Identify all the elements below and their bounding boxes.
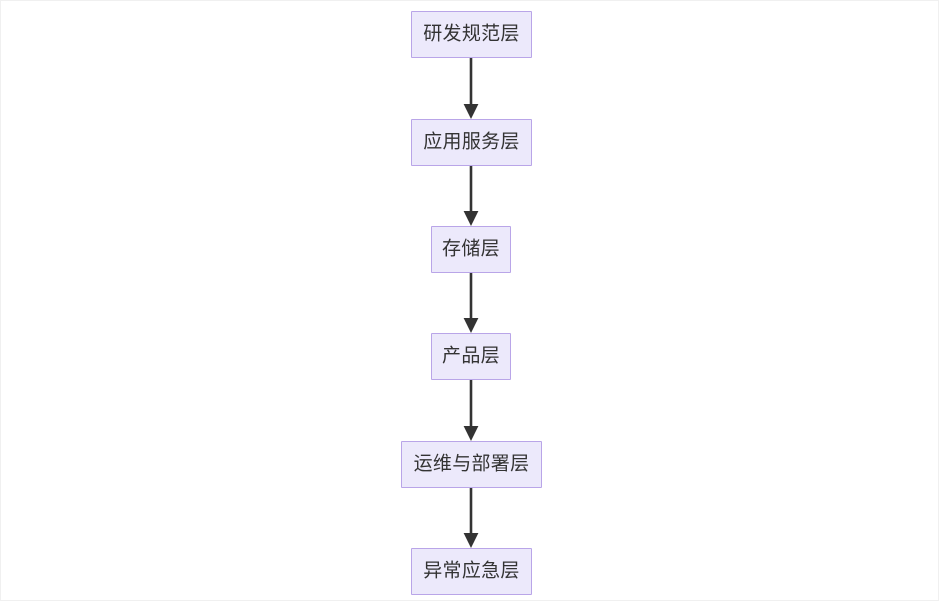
flow-node-product-layer[interactable]: 产品层 [431, 333, 511, 380]
flow-edge-n4-n5 [463, 380, 479, 441]
flow-node-label: 运维与部署层 [413, 453, 530, 475]
flow-node-label: 存储层 [442, 238, 500, 260]
arrowhead-icon [463, 426, 479, 441]
flow-node-exception-emergency-layer[interactable]: 异常应急层 [411, 548, 532, 595]
flow-node-label: 产品层 [442, 345, 500, 367]
arrowhead-icon [463, 533, 479, 548]
flow-node-storage-layer[interactable]: 存储层 [431, 226, 511, 273]
flow-node-application-service-layer[interactable]: 应用服务层 [411, 119, 532, 166]
flow-node-research-standard-layer[interactable]: 研发规范层 [411, 11, 532, 58]
flow-node-label: 研发规范层 [423, 23, 520, 45]
flow-node-label: 应用服务层 [423, 131, 520, 153]
flow-edge-n5-n6 [463, 488, 479, 548]
arrowhead-icon [463, 211, 479, 226]
flow-node-ops-deployment-layer[interactable]: 运维与部署层 [401, 441, 542, 488]
arrowhead-icon [463, 318, 479, 333]
flow-node-label: 异常应急层 [423, 560, 520, 582]
arrowhead-icon [463, 104, 479, 119]
flow-edge-n3-n4 [463, 273, 479, 333]
flow-edge-n2-n3 [463, 166, 479, 226]
flow-edge-n1-n2 [463, 58, 479, 119]
